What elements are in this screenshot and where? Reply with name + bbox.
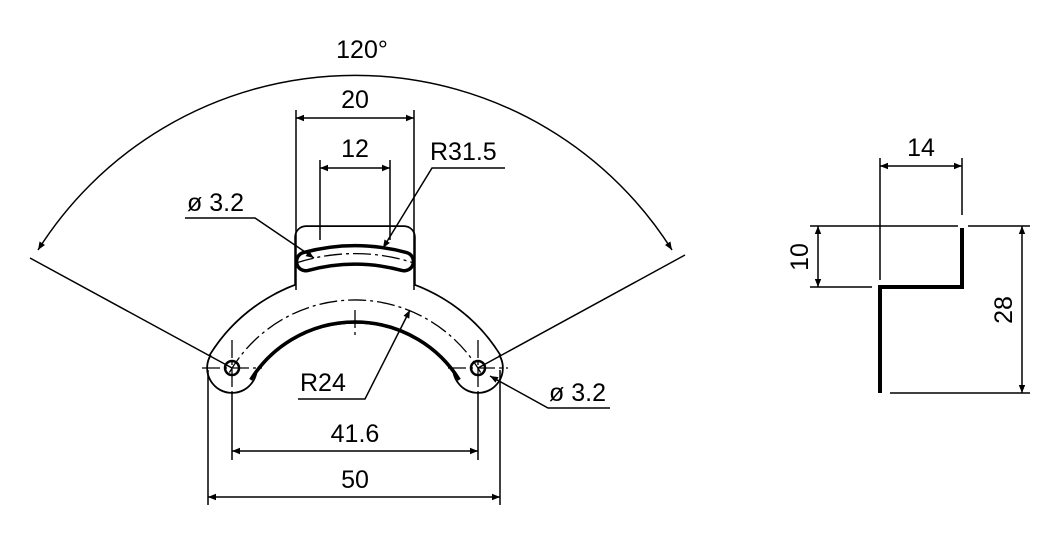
band-radius-label: R24 [300,369,346,397]
slot-length-label: 12 [341,135,369,163]
flange-width-label: 14 [907,134,935,162]
slot-radius-label: R31.5 [430,138,497,166]
front-dimensions [29,74,686,505]
end-hole-label: ø 3.2 [549,379,606,407]
slot-hole-label: ø 3.2 [187,189,244,217]
side-dimensions [810,158,1030,394]
angle-label: 120° [336,36,388,64]
step-height-label: 10 [786,243,814,271]
hole-spacing-label: 41.6 [331,420,380,448]
bracket-side-view [878,228,964,393]
tab-width-label: 20 [341,86,369,114]
overall-width-label: 50 [341,466,369,494]
overall-height-label: 28 [990,296,1018,324]
bracket-front-view [206,225,504,394]
